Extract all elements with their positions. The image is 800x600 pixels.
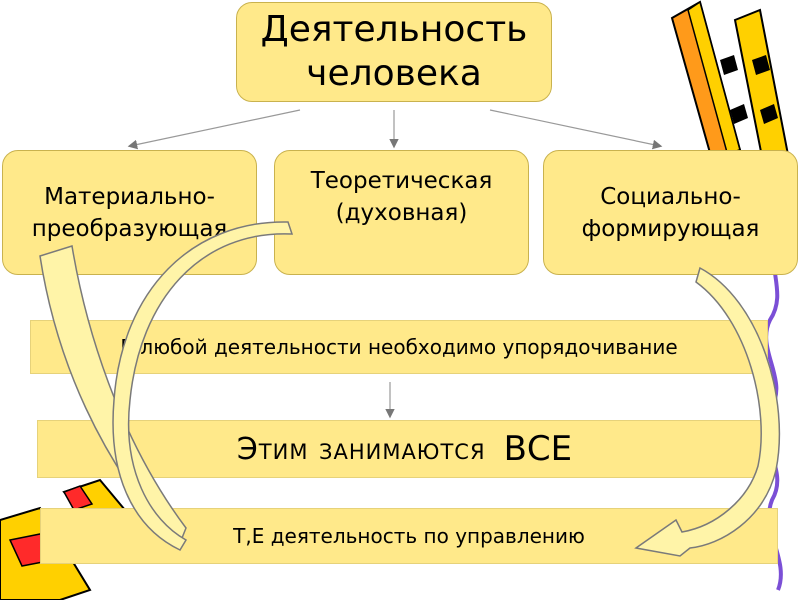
type-theoretical-line2: (духовная) bbox=[335, 200, 468, 226]
type-social-line1: Социально- bbox=[600, 183, 741, 210]
type-social-line2: формирующая bbox=[581, 215, 760, 242]
root-activity-box: Деятельность человека bbox=[236, 2, 552, 102]
conclusion-banner: Т,Е деятельность по управлению bbox=[40, 508, 778, 564]
type-box-theoretical: Теоретическая (духовная) bbox=[274, 150, 529, 275]
connector-arrow bbox=[127, 109, 301, 150]
connector-arrow bbox=[489, 109, 663, 150]
who-prefix-text: Этим занимаются bbox=[236, 431, 486, 467]
type-box-material: Материально- преобразующая bbox=[2, 150, 257, 275]
who-emphasis-text: ВСЕ bbox=[503, 429, 573, 469]
who-banner: Этим занимаются ВСЕ bbox=[37, 420, 772, 478]
type-material-line1: Материально- bbox=[44, 183, 215, 210]
root-title-line1: Деятельность bbox=[260, 9, 528, 50]
type-theoretical-line1: Теоретическая bbox=[310, 168, 493, 194]
conclusion-text: Т,Е деятельность по управлению bbox=[233, 524, 585, 548]
root-title-line2: человека bbox=[306, 53, 482, 94]
type-box-social: Социально- формирующая bbox=[543, 150, 798, 275]
statement-text: В любой деятельности необходимо упорядоч… bbox=[120, 335, 678, 359]
statement-banner: В любой деятельности необходимо упорядоч… bbox=[30, 320, 768, 374]
type-material-line2: преобразующая bbox=[31, 215, 228, 242]
